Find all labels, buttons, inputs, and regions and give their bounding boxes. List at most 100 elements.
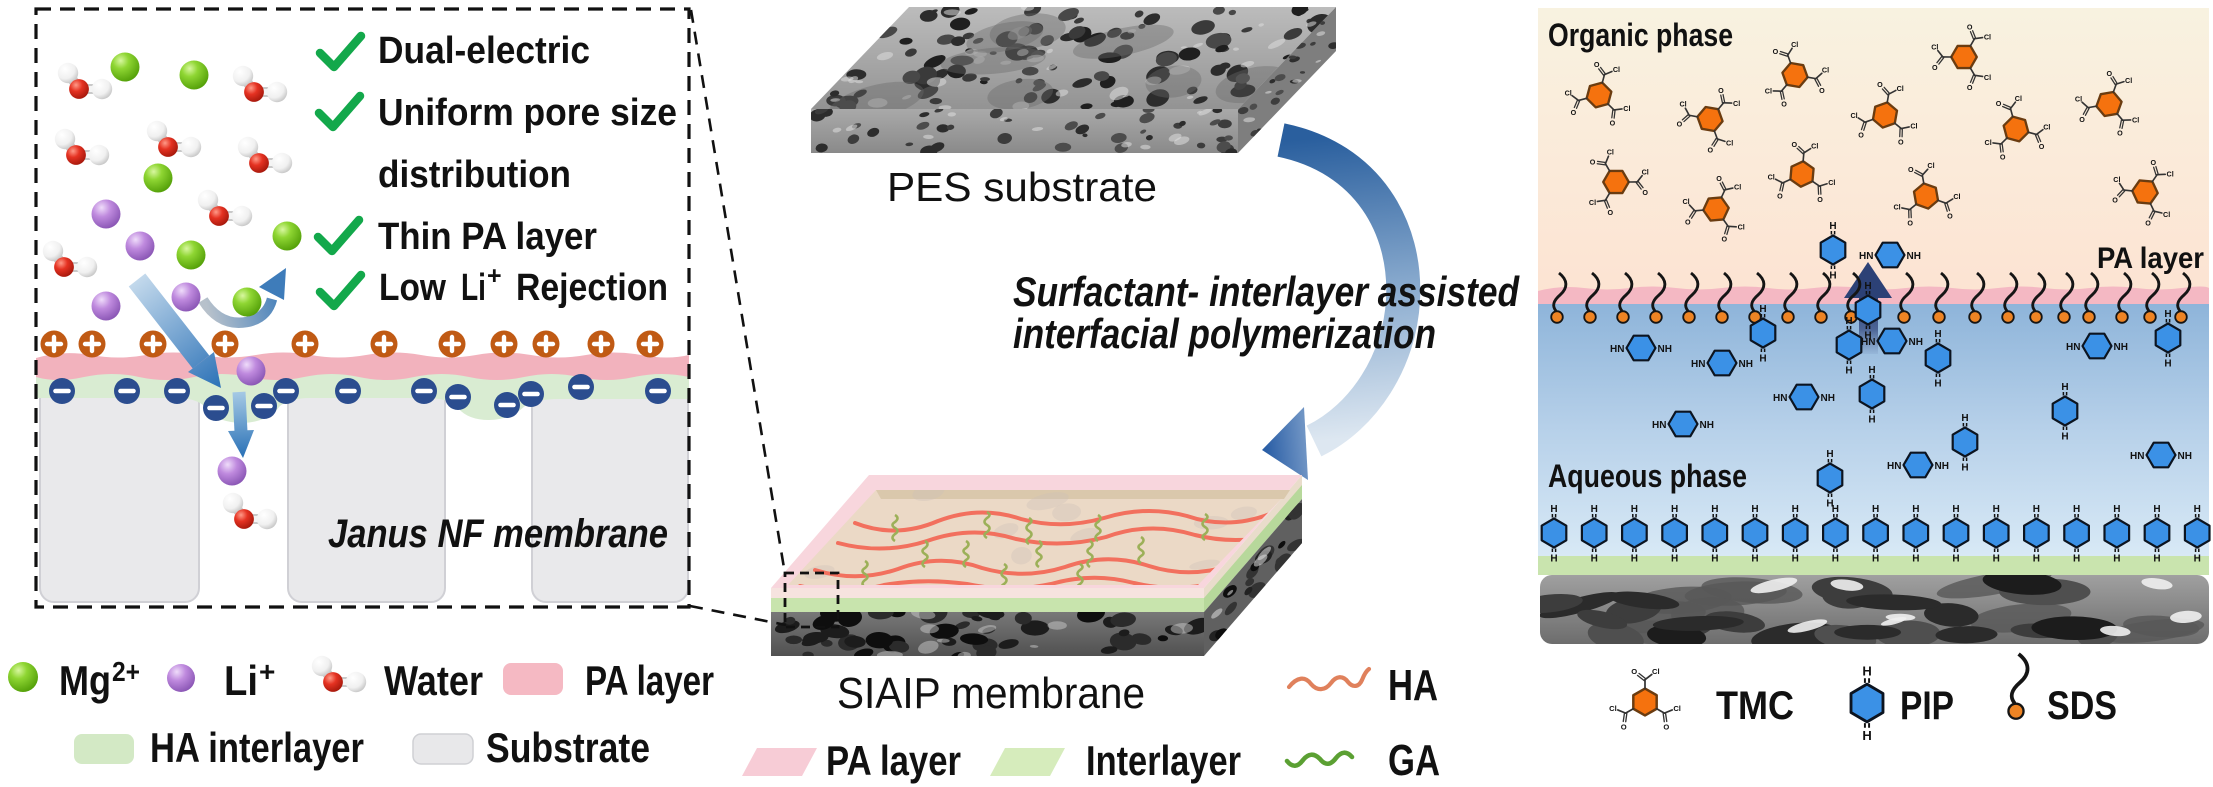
svg-text:H: H	[2073, 504, 2080, 515]
svg-text:Cl: Cl	[2125, 76, 2132, 85]
svg-text:O: O	[1708, 146, 1714, 155]
svg-text:H: H	[1862, 728, 1871, 743]
svg-text:H: H	[1751, 554, 1758, 565]
svg-text:PA layer: PA layer	[2097, 242, 2204, 275]
svg-text:H: H	[1832, 504, 1839, 515]
svg-text:O: O	[1817, 195, 1823, 204]
svg-text:Cl: Cl	[1765, 86, 1772, 95]
svg-text:TMC: TMC	[1716, 684, 1794, 728]
svg-text:H: H	[2164, 359, 2171, 370]
svg-text:H: H	[2153, 554, 2160, 565]
svg-text:O: O	[1594, 60, 1600, 69]
svg-text:O: O	[1907, 218, 1913, 227]
svg-text:NH: NH	[2114, 342, 2128, 353]
svg-text:O: O	[1858, 130, 1864, 139]
svg-text:O: O	[1610, 119, 1616, 128]
svg-text:Cl: Cl	[1565, 88, 1572, 97]
svg-text:Cl: Cl	[1850, 111, 1857, 120]
svg-text:O: O	[1996, 99, 2002, 108]
svg-text:NH: NH	[1909, 337, 1923, 348]
svg-text:Cl: Cl	[1738, 223, 1745, 232]
svg-text:O: O	[1777, 191, 1783, 200]
svg-text:H: H	[1993, 554, 2000, 565]
svg-text:+: +	[487, 262, 502, 290]
svg-text:O: O	[1792, 140, 1798, 149]
svg-text:O: O	[1781, 100, 1787, 109]
svg-text:H: H	[1711, 504, 1718, 515]
svg-text:HN: HN	[1859, 251, 1873, 262]
svg-text:H: H	[1759, 304, 1766, 315]
svg-text:HN: HN	[2066, 342, 2080, 353]
svg-text:H: H	[1631, 504, 1638, 515]
svg-text:Cl: Cl	[1734, 183, 1741, 192]
svg-text:Dual-electric: Dual-electric	[378, 30, 590, 72]
svg-text:O: O	[2107, 69, 2113, 78]
svg-text:Cl: Cl	[1828, 178, 1835, 187]
svg-text:Cl: Cl	[1673, 704, 1681, 713]
svg-text:HN: HN	[1861, 337, 1875, 348]
svg-text:Cl: Cl	[2113, 175, 2120, 184]
svg-text:Cl: Cl	[1733, 99, 1740, 108]
svg-text:H: H	[1829, 271, 1836, 282]
svg-text:H: H	[1832, 554, 1839, 565]
svg-text:Cl: Cl	[1682, 197, 1689, 206]
svg-text:H: H	[1993, 504, 2000, 515]
svg-text:H: H	[2061, 382, 2068, 393]
svg-text:SDS: SDS	[2047, 684, 2117, 728]
svg-text:O: O	[1621, 723, 1627, 732]
svg-text:H: H	[1826, 499, 1833, 510]
svg-text:HN: HN	[1773, 393, 1787, 404]
svg-text:H: H	[1550, 504, 1557, 515]
svg-text:H: H	[1792, 504, 1799, 515]
svg-text:distribution: distribution	[378, 154, 571, 196]
svg-text:Cl: Cl	[2132, 115, 2139, 124]
svg-text:HN: HN	[1691, 359, 1705, 370]
svg-text:HN: HN	[1887, 461, 1901, 472]
svg-text:Cl: Cl	[1768, 173, 1775, 182]
svg-text:Cl: Cl	[1984, 33, 1991, 42]
svg-text:O: O	[1642, 188, 1648, 197]
svg-text:HN: HN	[1652, 420, 1666, 431]
svg-text:Cl: Cl	[1652, 667, 1660, 676]
svg-text:H: H	[2194, 504, 2201, 515]
svg-text:O: O	[1932, 63, 1938, 72]
svg-text:O: O	[2079, 115, 2085, 124]
svg-text:H: H	[1864, 331, 1871, 342]
svg-text:H: H	[1591, 504, 1598, 515]
svg-text:H: H	[1872, 554, 1879, 565]
svg-text:H: H	[1952, 504, 1959, 515]
svg-text:H: H	[1934, 379, 1941, 390]
svg-text:HN: HN	[1610, 344, 1624, 355]
svg-text:O: O	[1877, 80, 1883, 89]
svg-text:H: H	[1868, 365, 1875, 376]
svg-text:Cl: Cl	[1984, 73, 1991, 82]
svg-text:GA: GA	[1388, 736, 1440, 785]
svg-text:H: H	[1631, 554, 1638, 565]
svg-text:Cl: Cl	[1609, 704, 1617, 713]
svg-text:H: H	[2033, 554, 2040, 565]
svg-text:O: O	[1663, 723, 1669, 732]
svg-text:O: O	[1967, 22, 1973, 31]
svg-text:Cl: Cl	[2075, 95, 2082, 104]
svg-text:H: H	[1845, 316, 1852, 327]
svg-text:H: H	[1961, 463, 1968, 474]
svg-text:H: H	[2113, 554, 2120, 565]
svg-text:Cl: Cl	[1726, 139, 1733, 148]
svg-text:PIP: PIP	[1900, 684, 1954, 728]
svg-text:O: O	[1631, 667, 1637, 676]
svg-text:Cl: Cl	[1893, 203, 1900, 212]
svg-text:O: O	[1819, 86, 1825, 95]
svg-text:Cl: Cl	[2163, 210, 2170, 219]
svg-text:NH: NH	[1935, 461, 1949, 472]
svg-text:H: H	[2194, 554, 2201, 565]
svg-text:Substrate: Substrate	[486, 724, 650, 771]
svg-text:+: +	[259, 656, 275, 687]
svg-text:H: H	[1912, 554, 1919, 565]
svg-text:Uniform pore size: Uniform pore size	[378, 92, 677, 134]
svg-text:NH: NH	[1658, 344, 1672, 355]
svg-text:O: O	[1716, 174, 1722, 183]
svg-text:2+: 2+	[112, 656, 140, 687]
svg-text:O: O	[1571, 108, 1577, 117]
svg-text:PES substrate: PES substrate	[887, 164, 1157, 210]
svg-text:H: H	[1751, 504, 1758, 515]
